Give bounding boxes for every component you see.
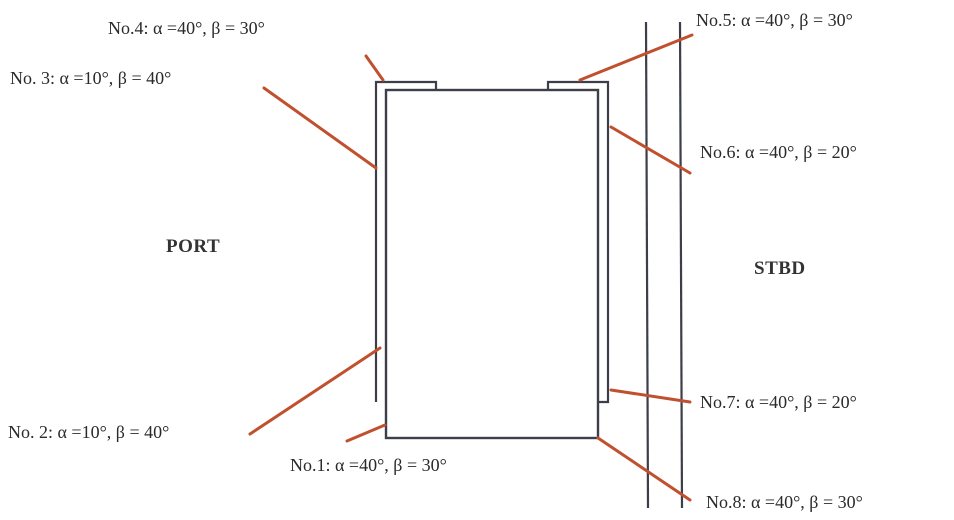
port-label: PORT <box>166 236 221 257</box>
leader-no4 <box>364 54 385 82</box>
label-no4: No.4: α =40°, β = 30° <box>108 18 265 38</box>
label-no1: No.1: α =40°, β = 30° <box>290 455 447 475</box>
label-no5: No.5: α =40°, β = 30° <box>696 10 853 30</box>
leader-no7 <box>609 388 692 404</box>
label-no2: No. 2: α =10°, β = 40° <box>8 422 170 442</box>
label-no3: No. 3: α =10°, β = 40° <box>10 68 172 88</box>
leader-no5 <box>578 33 694 82</box>
quay-line-outer <box>678 21 684 509</box>
leader-lines <box>248 33 694 502</box>
leader-no8 <box>596 436 692 502</box>
stbd-label: STBD <box>754 258 806 279</box>
label-no6: No.6: α =40°, β = 20° <box>700 142 857 162</box>
frame-left-outer <box>374 80 438 402</box>
leader-no3 <box>262 86 378 170</box>
leader-no1 <box>345 423 387 443</box>
label-no7: No.7: α =40°, β = 20° <box>700 392 857 412</box>
quay-line-inner <box>644 21 650 509</box>
leader-no6 <box>609 125 692 175</box>
frame-right-outer <box>546 80 610 404</box>
structure-body <box>384 88 600 440</box>
label-no8: No.8: α =40°, β = 30° <box>706 492 863 512</box>
leader-no2 <box>248 346 382 436</box>
